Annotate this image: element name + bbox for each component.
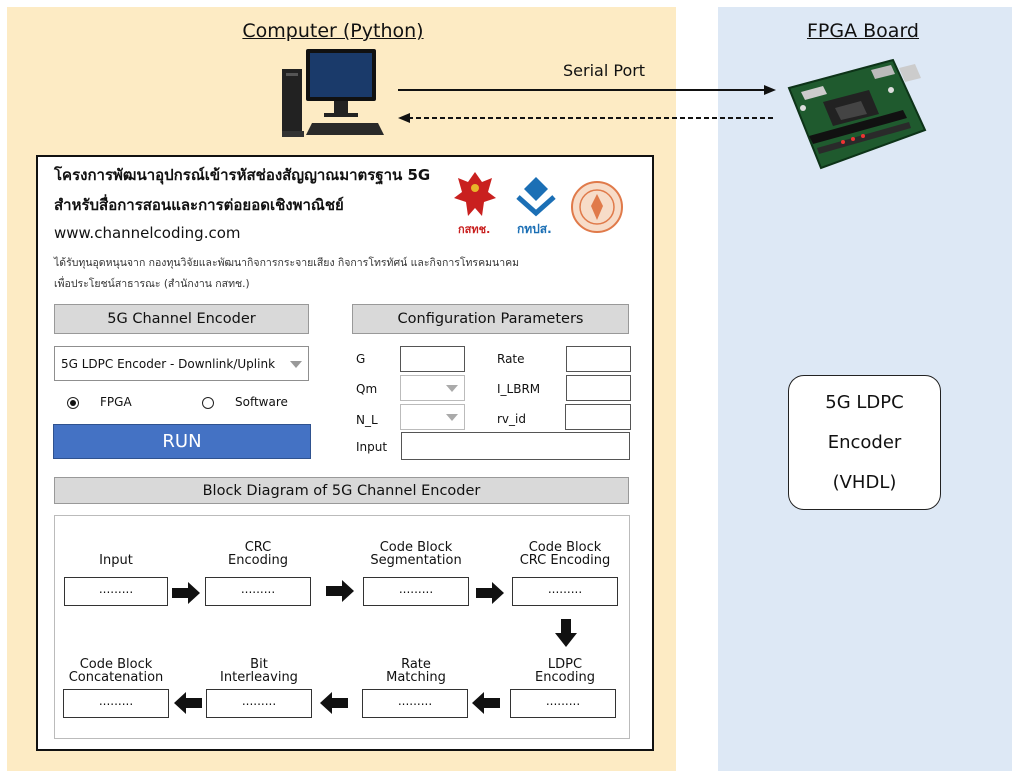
funding-line1: ได้รับทุนอุดหนุนจาก กองทุนวิจัยและพัฒนาก… (54, 257, 520, 269)
param-g-label: G (356, 352, 366, 366)
block-crc-encoding: ......... (205, 577, 311, 606)
config-panel-heading: Configuration Parameters (352, 304, 629, 334)
block-rate-matching: ......... (362, 689, 468, 718)
ldpc-vhdl-module: 5G LDPC Encoder (VHDL) (788, 375, 941, 510)
param-ilbrm-label: I_LBRM (497, 382, 541, 396)
arrow-right-icon (172, 582, 200, 604)
vhdl-line3: (VHDL) (832, 471, 897, 493)
logo-caption-tmpsa: กทปส. (517, 222, 552, 236)
logo-caption-nbtc: กสทช. (458, 223, 491, 236)
vhdl-line2: Encoder (827, 431, 902, 453)
computer-section-title: Computer (Python) (242, 20, 424, 42)
block-label-input: Input (64, 554, 168, 567)
chevron-down-icon (290, 360, 302, 368)
block-concatenation: ......... (63, 689, 169, 718)
arrow-right-icon (476, 582, 504, 604)
param-qm-label: Qm (356, 382, 378, 396)
encoder-panel-heading: 5G Channel Encoder (54, 304, 309, 334)
block-label-line: Encoding (535, 670, 595, 685)
param-nl-label: N_L (356, 413, 378, 427)
param-input-field[interactable] (401, 432, 630, 460)
block-label-line: LDPC (547, 657, 583, 672)
param-rate-label: Rate (497, 352, 525, 366)
block-label-line: Bit (250, 657, 268, 672)
block-label-line: Input (99, 553, 133, 568)
app-title-line1: โครงการพัฒนาอุปกรณ์เข้ารหัสช่องสัญญาณมาต… (54, 166, 431, 184)
chevron-down-icon (446, 414, 458, 421)
block-diagram-area (54, 515, 630, 739)
run-button[interactable]: RUN (53, 424, 311, 459)
vhdl-line1: 5G LDPC (825, 391, 904, 413)
radio-software[interactable] (202, 397, 214, 409)
university-seal-icon (571, 181, 623, 233)
param-ilbrm-input[interactable] (566, 375, 631, 401)
param-input-label: Input (356, 440, 388, 454)
computer-icon (282, 49, 384, 137)
radio-fpga[interactable] (67, 397, 79, 409)
arrow-down-icon (555, 619, 577, 647)
fpga-section-title: FPGA Board (807, 20, 919, 42)
arrow-left-icon (320, 692, 348, 714)
garuda-emblem-icon (454, 172, 496, 216)
serial-link-arrows (398, 85, 776, 123)
app-url: www.channelcoding.com (54, 224, 241, 242)
block-ldpc-encoding: ......... (510, 689, 616, 718)
block-bit-interleaving: ......... (206, 689, 312, 718)
block-label-line: CRC (244, 540, 272, 555)
tmpsa-logo-icon (516, 177, 556, 217)
block-label-line: CRC Encoding (519, 553, 611, 568)
block-label-line: Code Block (79, 657, 153, 672)
arrow-left-icon (472, 692, 500, 714)
block-cb-crc-encoding: ......... (512, 577, 618, 606)
block-diagram-heading: Block Diagram of 5G Channel Encoder (54, 477, 629, 504)
block-input: ......... (64, 577, 168, 606)
param-nl-select[interactable] (400, 404, 465, 430)
arrow-right-icon (326, 580, 354, 602)
block-label-line: Code Block (379, 540, 453, 555)
param-rate-input[interactable] (566, 346, 631, 372)
block-label-line: Concatenation (68, 670, 164, 685)
funding-line2: เพื่อประโยชน์สาธารณะ (สำนักงาน กสทช.) (54, 278, 250, 290)
chevron-down-icon (446, 385, 458, 392)
radio-software-label: Software (235, 395, 288, 409)
param-qm-select[interactable] (400, 375, 465, 401)
arrow-left-icon (174, 692, 202, 714)
param-rvid-input[interactable] (565, 404, 631, 430)
block-label-line: Code Block (528, 540, 602, 555)
block-label-line: Segmentation (370, 553, 462, 568)
block-segmentation: ......... (363, 577, 469, 606)
block-label-line: Matching (386, 670, 446, 685)
block-label-line: Rate (401, 657, 431, 672)
param-rvid-label: rv_id (497, 412, 526, 426)
serial-port-label: Serial Port (563, 61, 646, 80)
encoder-mode-select[interactable]: 5G LDPC Encoder - Downlink/Uplink (54, 346, 309, 381)
radio-selected-dot (70, 400, 76, 406)
encoder-mode-selected-value: 5G LDPC Encoder - Downlink/Uplink (61, 356, 276, 371)
fpga-board-icon (787, 58, 927, 170)
radio-fpga-label: FPGA (100, 395, 132, 409)
block-label-line: Encoding (228, 553, 288, 568)
block-label-line: Interleaving (220, 670, 298, 685)
app-title-line2: สำหรับสื่อการสอนและการต่อยอดเชิงพาณิชย์ (54, 196, 344, 214)
param-g-input[interactable] (400, 346, 465, 372)
